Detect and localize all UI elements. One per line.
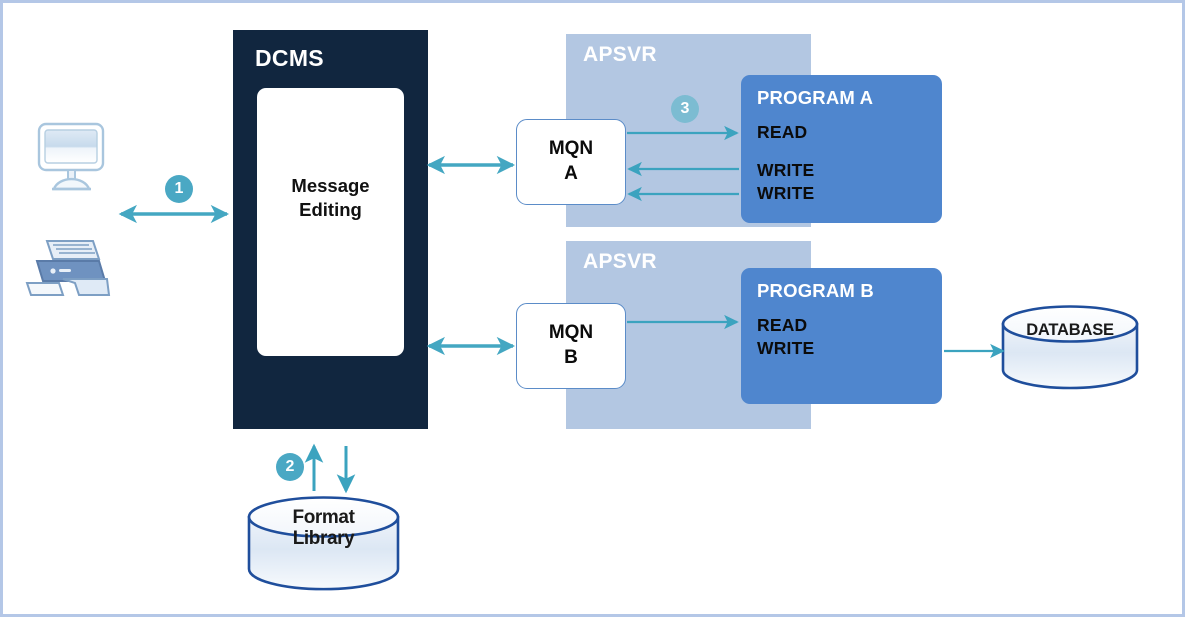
monitor-icon <box>37 122 105 191</box>
printer-icon <box>25 240 111 296</box>
step-badge-3: 3 <box>671 95 699 123</box>
program-b-title: PROGRAM B <box>757 280 874 301</box>
message-editing-label: Message Editing <box>291 174 369 221</box>
mqn-a-box[interactable]: MQN A <box>516 119 626 205</box>
message-editing-line2: Editing <box>299 199 362 220</box>
program-b-box[interactable]: PROGRAM B READ WRITE <box>741 268 942 404</box>
format-library-line1: Format <box>292 507 355 528</box>
step-badge-1: 1 <box>165 175 193 203</box>
mqn-b-line1: MQN <box>548 322 594 344</box>
mqn-a-line2: A <box>564 163 578 184</box>
program-a-title: PROGRAM A <box>757 87 874 108</box>
message-editing-box[interactable]: Message Editing <box>257 88 404 356</box>
format-library-cylinder[interactable] <box>246 495 401 593</box>
program-a-op-read: READ <box>757 122 808 142</box>
mqn-a-label: MQN A <box>549 137 593 186</box>
program-b-op-read: READ <box>757 315 808 335</box>
step-badge-2: 2 <box>276 453 304 481</box>
dcms-title: DCMS <box>255 45 324 71</box>
mqn-b-box[interactable]: MQN B <box>516 303 626 389</box>
database-line1: DATABASE <box>1026 321 1114 339</box>
program-a-op-write-1: WRITE <box>757 160 815 181</box>
program-b-op-write: WRITE <box>757 338 815 359</box>
program-a-box[interactable]: PROGRAM A READ WRITE WRITE <box>741 75 942 223</box>
apsvr-label-b: APSVR <box>583 250 657 273</box>
database-label: DATABASE <box>1000 321 1140 339</box>
message-editing-line1: Message <box>291 175 370 197</box>
mqn-a-line1: MQN <box>548 138 594 160</box>
format-library-label: Format Library <box>246 507 401 550</box>
database-cylinder[interactable] <box>1000 304 1140 392</box>
apsvr-label-a: APSVR <box>583 43 657 66</box>
mqn-b-label: MQN B <box>549 321 593 370</box>
mqn-b-line2: B <box>564 347 578 368</box>
program-a-op-write-2: WRITE <box>757 183 815 204</box>
format-library-line2: Library <box>292 528 355 550</box>
